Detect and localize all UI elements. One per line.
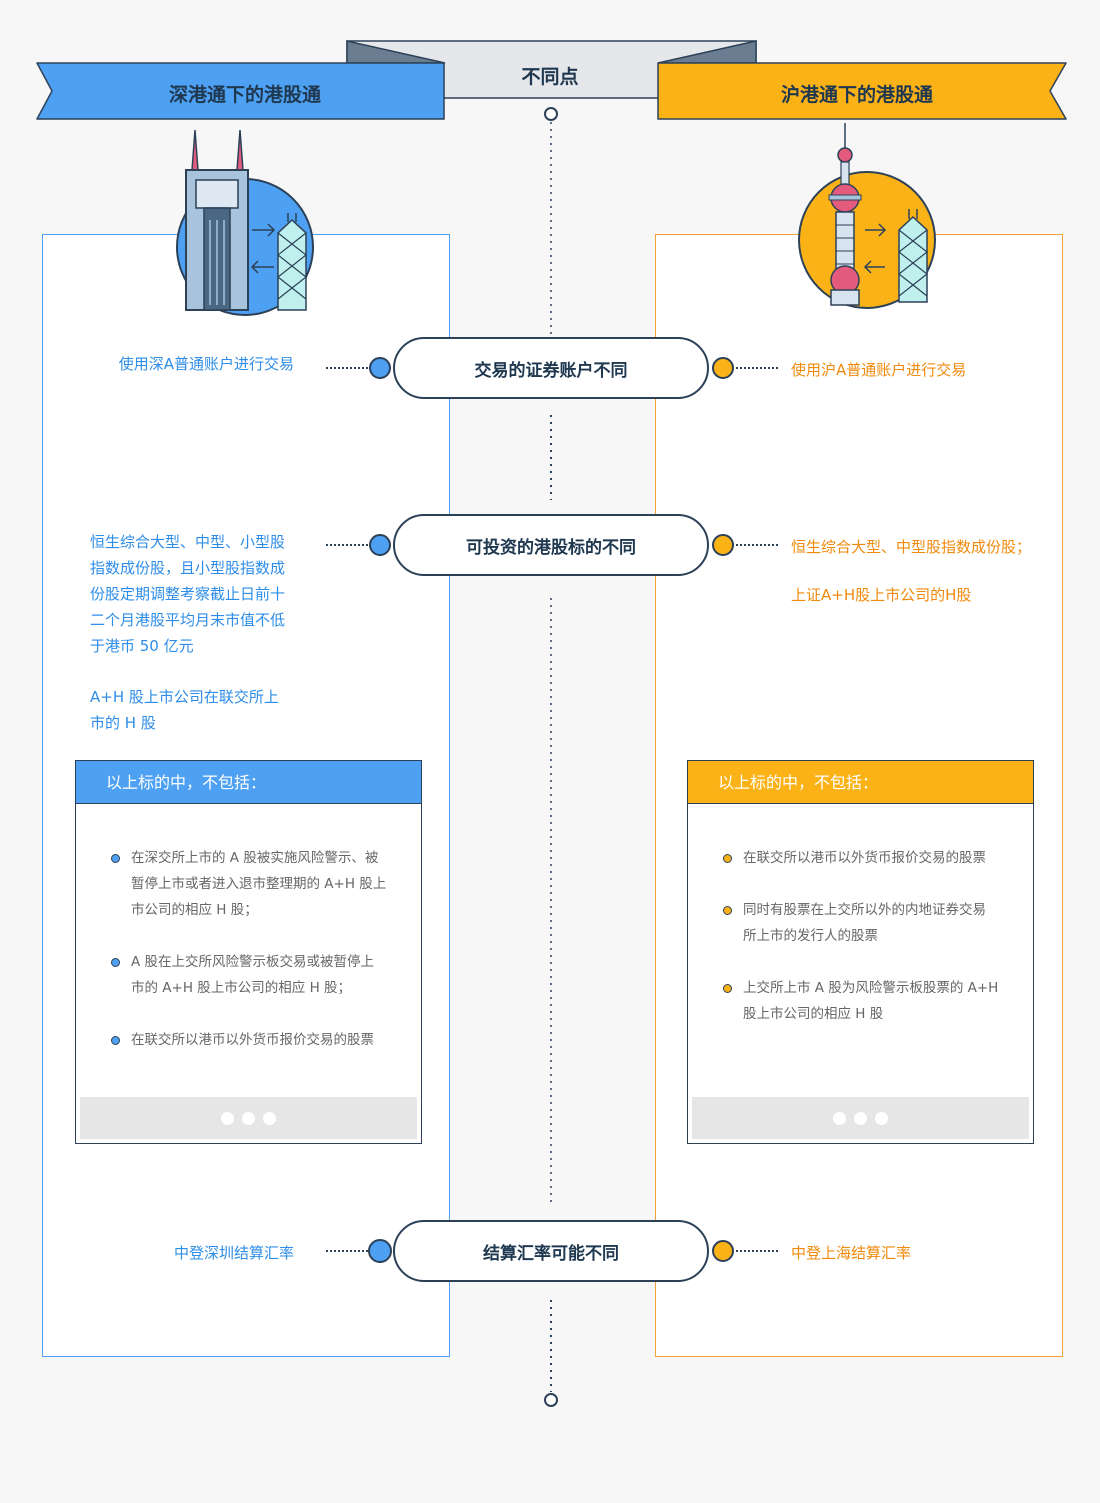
row3-right-dot (712, 1240, 734, 1262)
row1-right-dot (712, 357, 734, 379)
more-dot-icon (875, 1111, 888, 1125)
left-box-item: 在联交所以港币以外货币报价交易的股票 (111, 1027, 411, 1053)
left-exclusion-box: 以上标的中，不包括： 在深交所上市的 A 股被实施风险警示、被 暂停上市或者进入… (75, 760, 422, 1144)
row3-right-text: 中登上海结算汇率 (791, 1244, 912, 1262)
row1-left-connector (326, 367, 368, 369)
more-dot-icon (242, 1111, 255, 1125)
header-ribbons (36, 40, 1067, 120)
row3-label: 结算汇率可能不同 (393, 1220, 709, 1282)
row2-label: 可投资的港股标的不同 (393, 514, 709, 576)
left-box-item: 在深交所上市的 A 股被实施风险警示、被 暂停上市或者进入退市整理期的 A+H … (111, 845, 411, 923)
right-exclusion-box: 以上标的中，不包括： 在联交所以港币以外货币报价交易的股票 同时有股票在上交所以… (687, 760, 1034, 1144)
row2-left-line: 二个月港股平均月末市值不低 (90, 611, 286, 629)
bullet-icon (723, 906, 732, 915)
row2-right-connector (736, 544, 778, 546)
left-box-title: 以上标的中，不包括： (76, 761, 421, 804)
row2-left-dot (369, 534, 391, 556)
more-dot-icon (833, 1111, 846, 1125)
more-dot-icon (854, 1111, 867, 1125)
row2-right-text-2: 上证A+H股上市公司的H股 (791, 586, 972, 604)
bullet-icon (111, 1036, 120, 1045)
bullet-icon (723, 984, 732, 993)
row2-left-line: 于港币 50 亿元 (90, 637, 194, 655)
row2-left-line: 市的 H 股 (90, 714, 156, 732)
shanghai-skyline-icon (798, 123, 936, 309)
row2-left-line: 指数成份股，且小型股指数成 (90, 559, 286, 577)
right-title: 沪港通下的港股通 (780, 84, 933, 106)
row2-left-line: 份股定期调整考察截止日前十 (90, 585, 286, 603)
right-box-item: 同时有股票在上交所以外的内地证券交易 所上市的发行人的股票 (723, 897, 1023, 949)
row1-right-text: 使用沪A普通账户进行交易 (791, 361, 967, 379)
bullet-icon (111, 958, 120, 967)
row3-left-dot (368, 1239, 392, 1263)
row2-left-text-2: A+H 股上市公司在联交所上 市的 H 股 (90, 684, 320, 736)
more-dot-icon (263, 1111, 276, 1125)
row1-label: 交易的证券账户不同 (393, 337, 709, 399)
row2-left-line: A+H 股上市公司在联交所上 (90, 688, 279, 706)
more-dot-icon (221, 1111, 234, 1125)
row1-left-text: 使用深A普通账户进行交易 (118, 355, 294, 373)
right-box-title: 以上标的中，不包括： (688, 761, 1033, 804)
left-box-more (80, 1097, 417, 1139)
right-box-item: 上交所上市 A 股为风险警示板股票的 A+H 股上市公司的相应 H 股 (723, 975, 1023, 1027)
bullet-icon (111, 854, 120, 863)
center-title: 不同点 (521, 66, 579, 88)
row1-left-dot (369, 357, 391, 379)
row3-left-connector (326, 1250, 368, 1252)
left-title: 深港通下的港股通 (168, 84, 321, 106)
right-box-more (692, 1097, 1029, 1139)
row2-right-dot (712, 534, 734, 556)
right-box-item: 在联交所以港币以外货币报价交易的股票 (723, 845, 1023, 871)
row2-left-line: 恒生综合大型、中型、小型股 (90, 533, 286, 551)
row3-left-text: 中登深圳结算汇率 (173, 1244, 294, 1262)
row2-right-text-1: 恒生综合大型、中型股指数成份股； (791, 538, 1032, 556)
shenzhen-skyline-icon (176, 129, 314, 316)
bullet-icon (723, 854, 732, 863)
row2-left-text: 恒生综合大型、中型、小型股 指数成份股，且小型股指数成 份股定期调整考察截止日前… (90, 529, 320, 659)
row1-right-connector (736, 367, 778, 369)
row3-right-connector (736, 1250, 778, 1252)
row2-left-connector (326, 544, 368, 546)
left-box-item: A 股在上交所风险警示板交易或被暂停上 市的 A+H 股上市公司的相应 H 股； (111, 949, 411, 1001)
